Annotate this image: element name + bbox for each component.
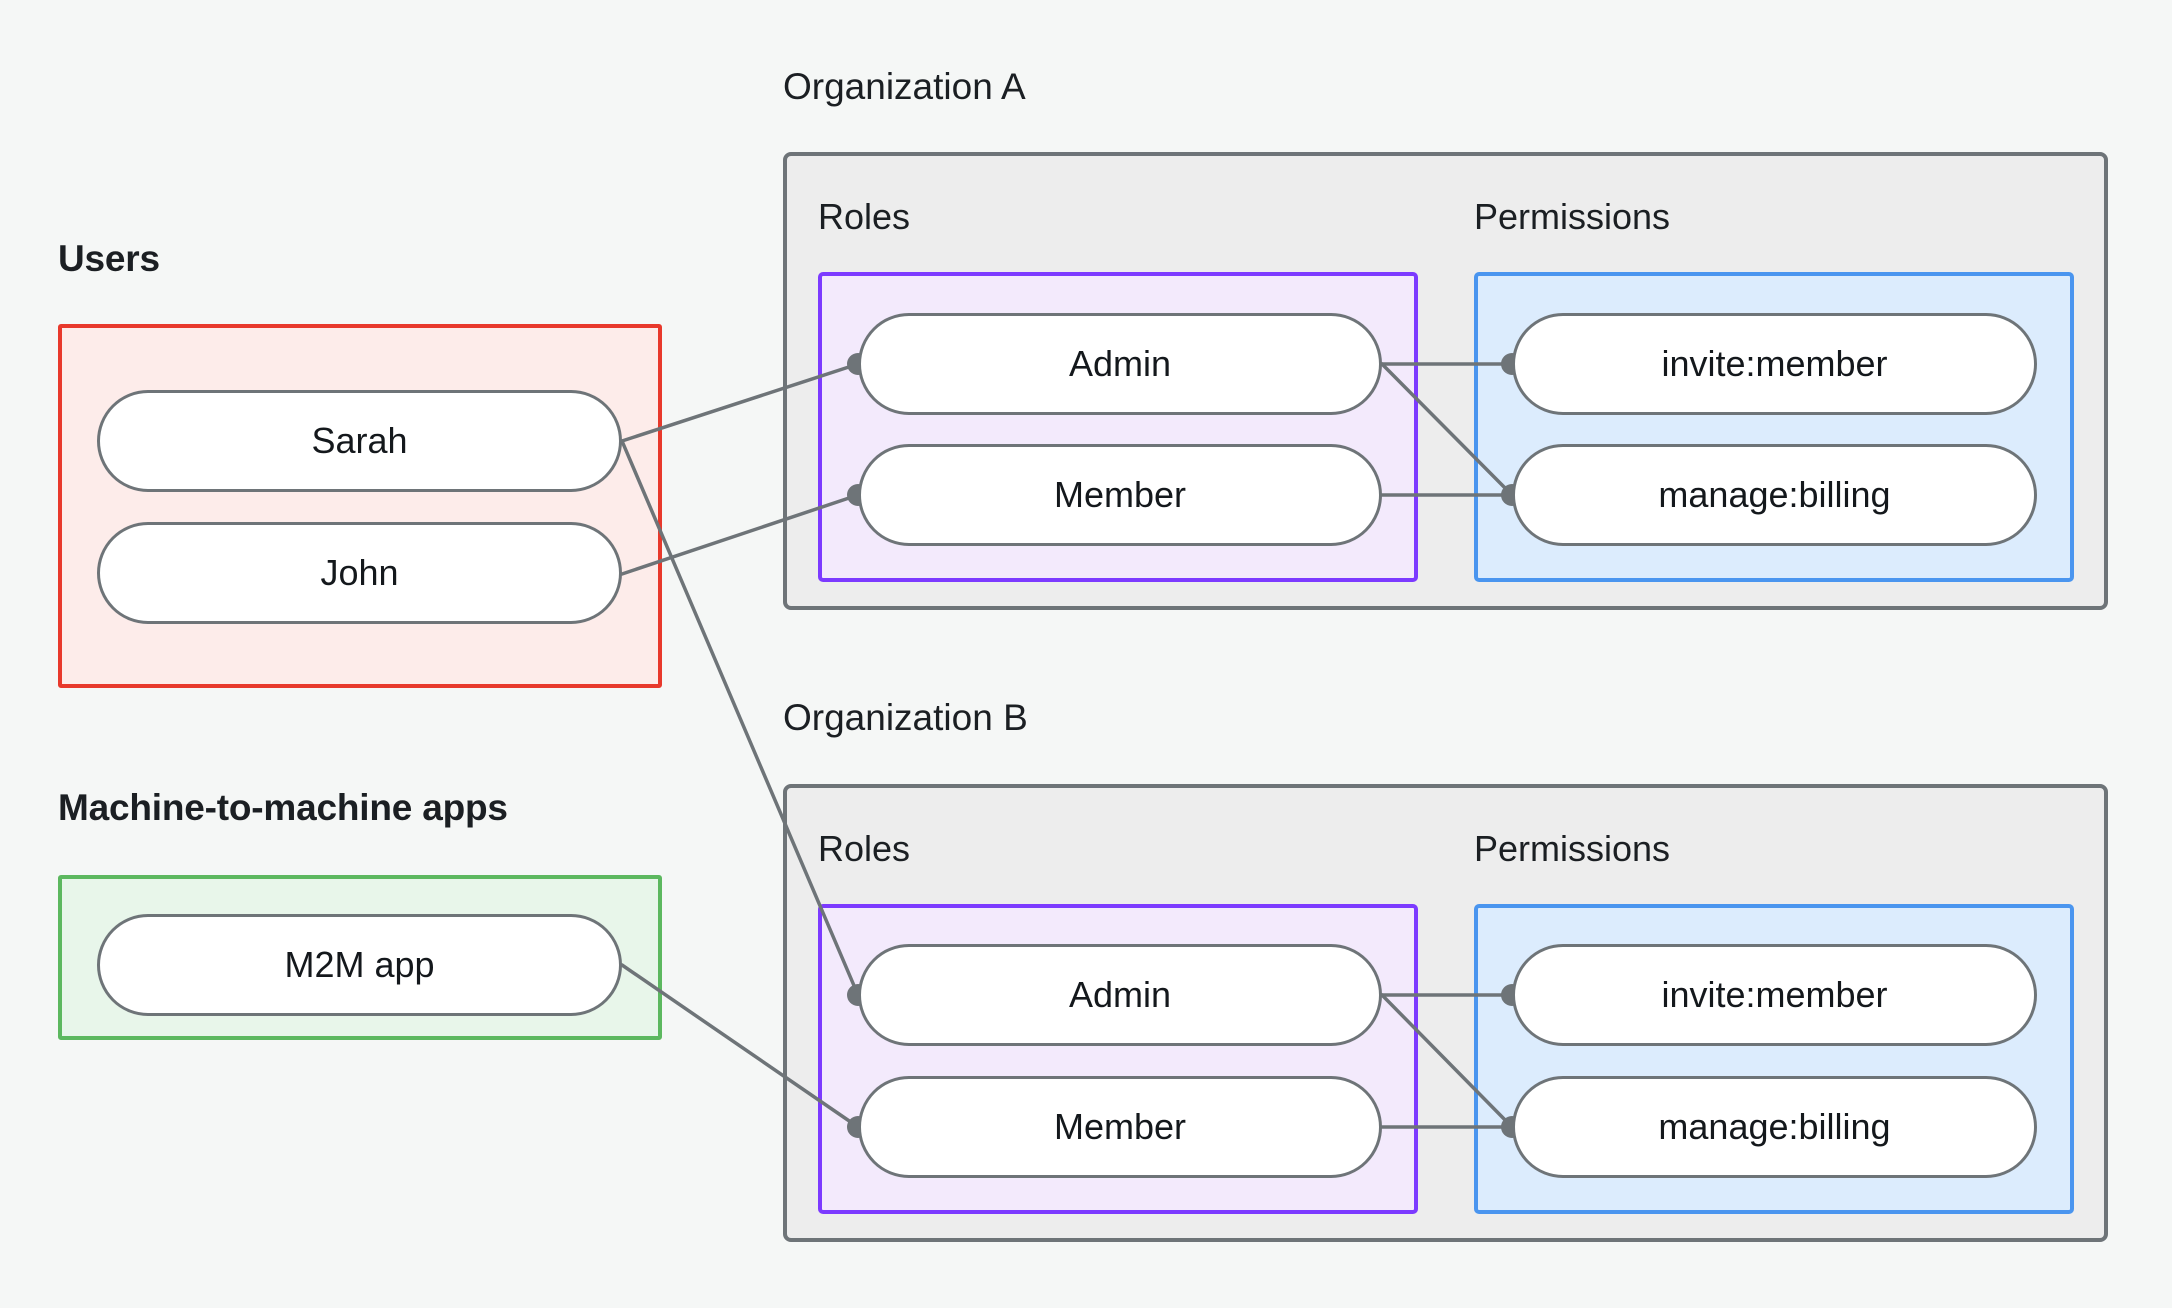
organization-b-permissions-label: Permissions [1474,828,1671,869]
users-group-box [58,324,662,688]
organization-a-label: Organization A [783,66,1026,107]
node-user-john[interactable]: John [97,522,622,624]
users-group-label: Users [58,238,160,279]
node-orgA-permission-manage-billing[interactable]: manage:billing [1512,444,2037,546]
node-orgB-permission-invite-member[interactable]: invite:member [1512,944,2037,1046]
node-orgA-role-member[interactable]: Member [858,444,1382,546]
node-orgB-role-admin[interactable]: Admin [858,944,1382,1046]
node-orgA-role-admin[interactable]: Admin [858,313,1382,415]
organization-b-label: Organization B [783,697,1028,738]
organization-a-permissions-label: Permissions [1474,196,1671,237]
node-user-sarah[interactable]: Sarah [97,390,622,492]
organization-a-roles-label: Roles [818,196,911,237]
node-orgB-permission-manage-billing[interactable]: manage:billing [1512,1076,2037,1178]
node-orgB-role-member[interactable]: Member [858,1076,1382,1178]
organization-b-roles-label: Roles [818,828,911,869]
m2m-group-label: Machine-to-machine apps [58,787,508,828]
node-orgA-permission-invite-member[interactable]: invite:member [1512,313,2037,415]
node-m2m-app[interactable]: M2M app [97,914,622,1016]
